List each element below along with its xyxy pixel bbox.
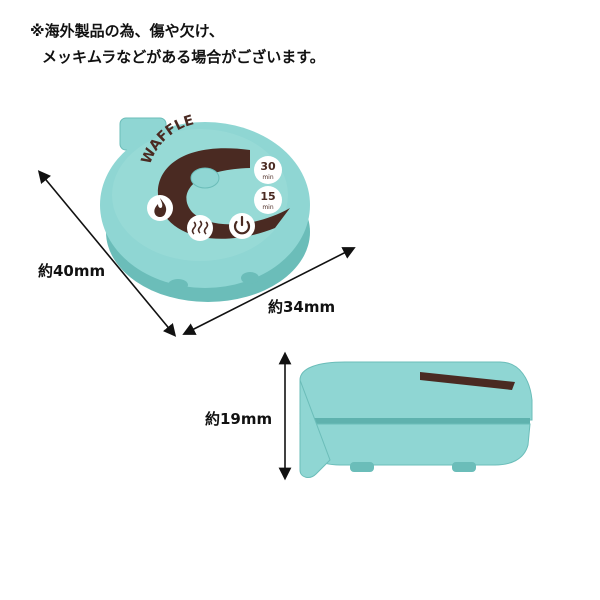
foot [241, 272, 259, 284]
timer-15-button [254, 186, 282, 214]
depth-label: 約34mm [268, 298, 336, 316]
steam-icon [187, 215, 213, 241]
timer-unit-label: min [262, 204, 274, 211]
notice-line-2: メッキムラなどがある場合がございます。 [42, 48, 325, 66]
side-base [299, 423, 531, 466]
waffle-maker-top-view: WAFFLE 30 min 15 min [100, 112, 310, 302]
power-icon [229, 213, 255, 239]
timer-unit-label: min [262, 174, 274, 181]
side-dial-edge [420, 372, 515, 390]
timer-30-label: 30 [260, 160, 276, 173]
control-dial [157, 148, 290, 239]
height-label: 約19mm [205, 410, 273, 428]
flame-icon [147, 195, 173, 221]
side-hinge [299, 379, 331, 478]
foot [452, 462, 476, 472]
depth-arrow [182, 247, 356, 335]
notice-line-1: ※海外製品の為、傷や欠け、 [30, 22, 224, 40]
width-arrow [37, 170, 177, 337]
side-lid [299, 361, 533, 421]
waffle-maker-side-view [299, 361, 533, 478]
width-label: 約40mm [38, 262, 106, 280]
notice-text: ※海外製品の為、傷や欠け、 メッキムラなどがある場合がございます。 [30, 18, 325, 70]
timer-15-label: 15 [260, 190, 275, 203]
foot [350, 462, 374, 472]
foot [168, 279, 188, 291]
timer-30-button [254, 156, 282, 184]
